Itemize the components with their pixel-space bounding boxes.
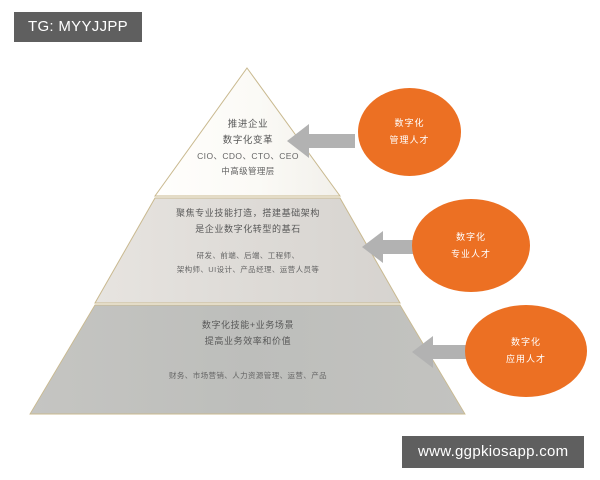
arrow-left-icon-top (287, 121, 355, 166)
bubble-digital-management-talent: 数字化 管理人才 (358, 88, 461, 176)
watermark-top-left: TG: MYYJJPP (14, 12, 142, 42)
bubble-digital-application-talent: 数字化 应用人才 (465, 305, 587, 397)
arrow-left-icon-bottom (412, 333, 476, 376)
bubble-digital-professional-talent: 数字化 专业人才 (412, 199, 530, 292)
bubble-middle-line-2: 专业人才 (450, 248, 491, 259)
bubble-middle-line-1: 数字化 (455, 231, 486, 242)
pyramid-tier-middle (94, 197, 401, 304)
bubble-bottom-line-2: 应用人才 (505, 354, 546, 364)
bubble-top-line-2: 管理人才 (389, 135, 430, 145)
pyramid-tier-bottom (29, 304, 466, 415)
arrow-left-icon-middle (362, 228, 424, 271)
bubble-top-line-1: 数字化 (394, 118, 425, 128)
bubble-bottom-line-1: 数字化 (510, 337, 541, 347)
pyramid-tier-top (154, 67, 341, 197)
watermark-bottom-right: www.ggpkiosapp.com (402, 436, 585, 468)
